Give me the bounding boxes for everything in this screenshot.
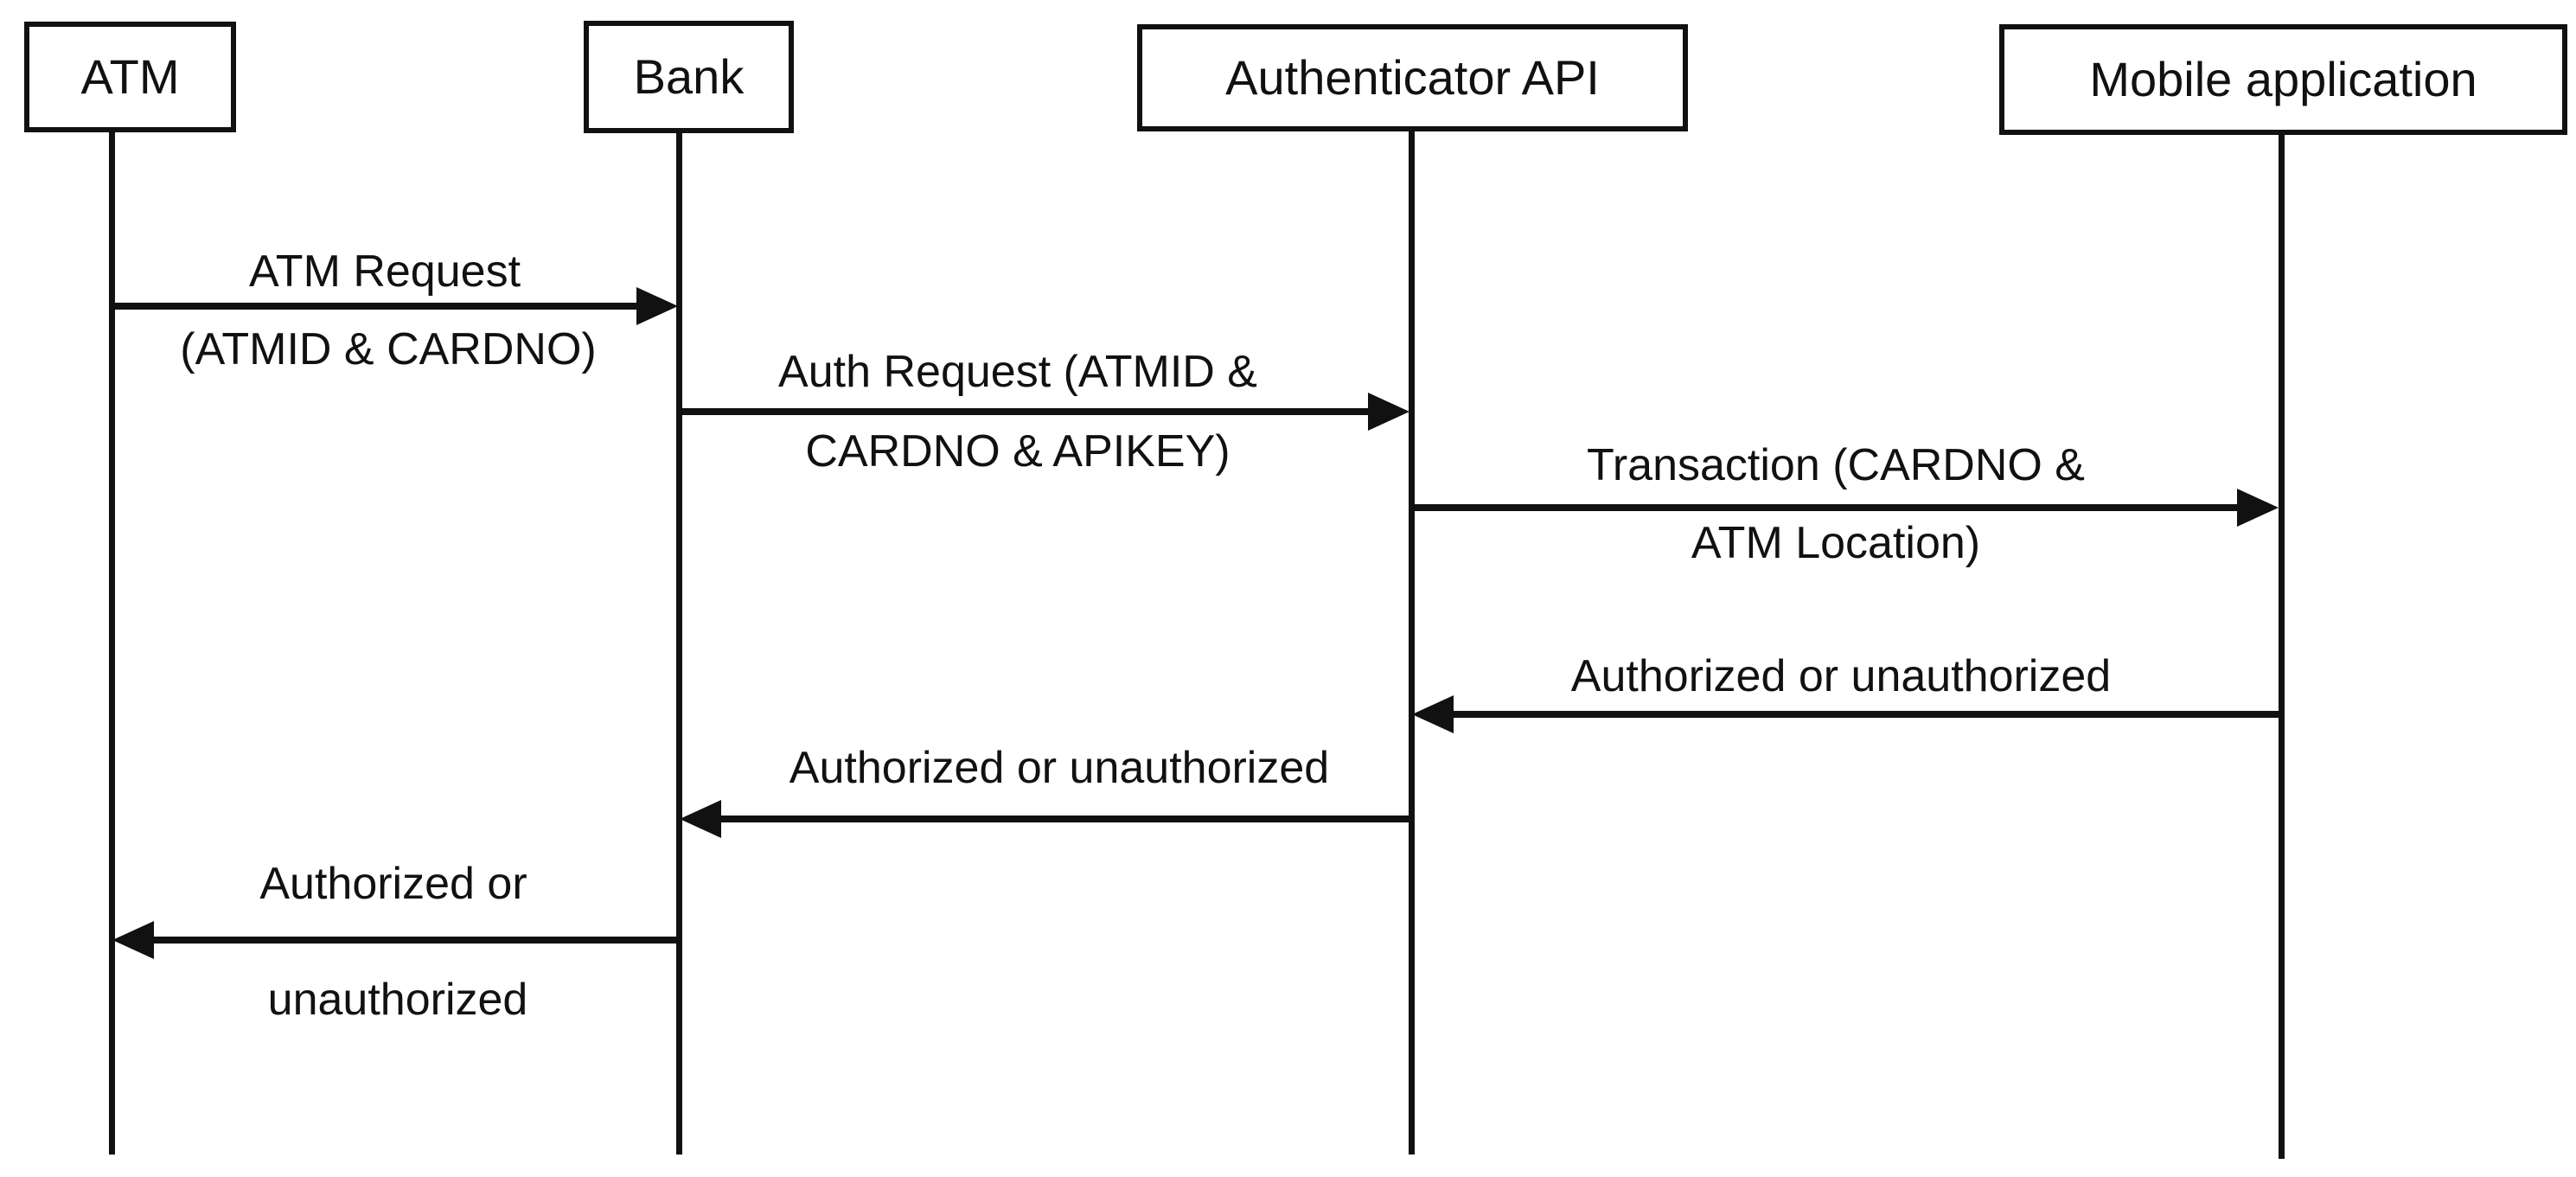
arrow-shaft: [147, 937, 679, 944]
arrow-head-left-icon: [112, 921, 154, 959]
message-label-2-line1: Auth Request (ATMID &: [778, 347, 1257, 397]
arrow-shaft: [714, 816, 1410, 822]
message-label-5-line1: Authorized or unauthorized: [789, 743, 1330, 793]
message-label-6-line2: unauthorized: [267, 975, 528, 1025]
lifeline-mobile-application: [2279, 134, 2285, 1159]
message-arrow-bank-to-atm: [112, 921, 679, 959]
lifeline-atm: [109, 131, 115, 1155]
message-arrow-bank-to-authenticator-api: [679, 393, 1409, 431]
lifeline-bank: [676, 132, 682, 1155]
message-label-1-line2: (ATMID & CARDNO): [180, 324, 597, 374]
arrow-shaft: [1447, 711, 2281, 718]
actor-label-bank: Bank: [633, 49, 745, 104]
message-arrow-authenticator-api-to-bank: [680, 800, 1410, 838]
message-label-3-line1: Transaction (CARDNO &: [1587, 440, 2085, 490]
actor-box-authenticator-api: Authenticator API: [1137, 24, 1688, 131]
message-arrow-atm-to-bank: [112, 287, 678, 325]
actor-label-authenticator-api: Authenticator API: [1225, 50, 1600, 105]
actor-box-bank: Bank: [584, 21, 794, 133]
actor-label-atm: ATM: [80, 49, 180, 104]
message-label-6-line1: Authorized or: [259, 859, 527, 909]
actor-box-atm: ATM: [24, 22, 236, 132]
arrow-head-right-icon: [2237, 489, 2279, 527]
message-label-1-line1: ATM Request: [248, 246, 521, 297]
arrow-shaft: [679, 408, 1375, 415]
message-arrow-mobile-to-authenticator-api: [1412, 695, 2281, 733]
message-arrow-authenticator-api-to-mobile: [1411, 489, 2279, 527]
arrow-shaft: [1411, 504, 2244, 511]
lifeline-authenticator-api: [1409, 131, 1415, 1155]
arrow-head-left-icon: [680, 800, 721, 838]
actor-box-mobile-application: Mobile application: [1999, 24, 2567, 135]
arrow-head-left-icon: [1412, 695, 1454, 733]
message-label-2-line2: CARDNO & APIKEY): [805, 426, 1230, 477]
message-label-4-line1: Authorized or unauthorized: [1570, 651, 2112, 701]
actor-label-mobile-application: Mobile application: [2089, 52, 2477, 106]
arrow-head-right-icon: [636, 287, 678, 325]
arrow-head-right-icon: [1368, 393, 1409, 431]
arrow-shaft: [112, 303, 643, 310]
message-label-3-line2: ATM Location): [1691, 518, 1981, 568]
